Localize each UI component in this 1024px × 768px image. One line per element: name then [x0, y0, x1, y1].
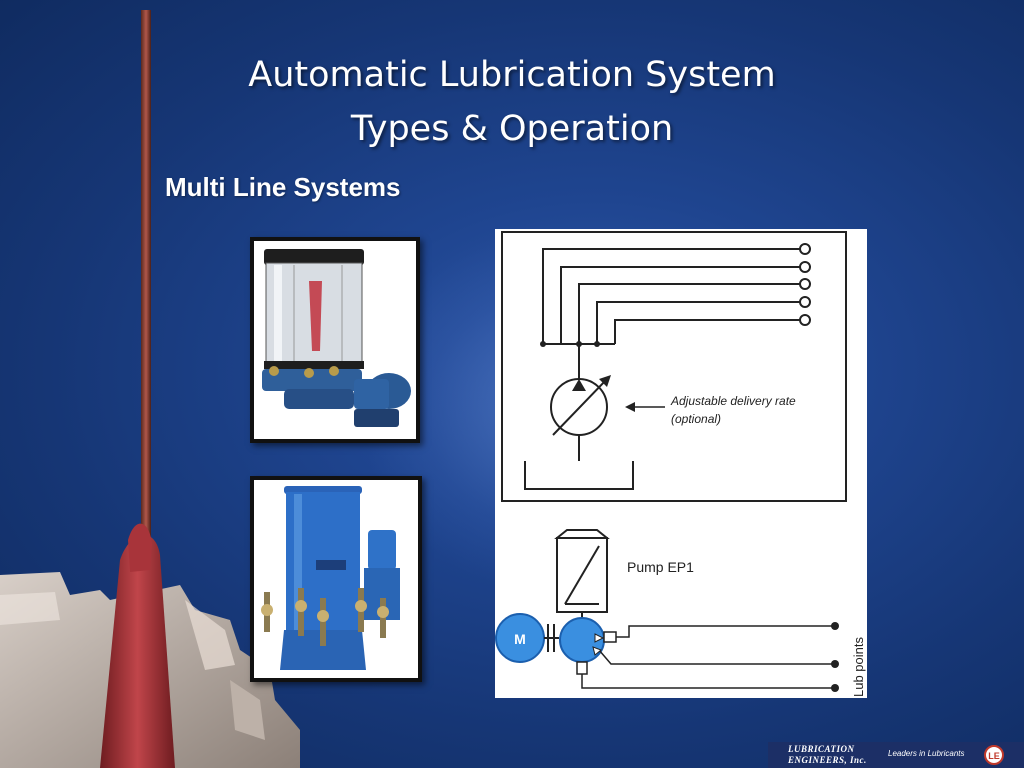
pump-ep1-drawing: Pump EP1 M Lub points [495, 529, 866, 697]
pump-illustration-2 [261, 486, 400, 670]
logo-text: LE [988, 751, 1000, 761]
brand-line-2: ENGINEERS, Inc. [788, 755, 867, 765]
brand-line-1: LUBRICATION [788, 744, 855, 754]
delivery-rate-optional-label: (optional) [671, 412, 721, 426]
footer-tagline: Leaders in Lubricants [888, 749, 965, 758]
gear-graphic [0, 523, 300, 768]
section-subtitle: Multi Line Systems [165, 172, 401, 202]
pump-label: Pump EP1 [627, 559, 694, 575]
company-logo-icon: LE [984, 745, 1004, 765]
multi-line-schematic: Adjustable delivery rate (optional) [495, 229, 867, 512]
lub-points-label: Lub points [851, 637, 866, 697]
title-line-1: Automatic Lubrication System [248, 55, 776, 95]
motor-label: M [514, 631, 526, 647]
title-line-2: Types & Operation [350, 109, 674, 149]
footer-banner: LUBRICATION ENGINEERS, Inc. Leaders in L… [768, 742, 1024, 768]
pump-photo-blue-reservoir [250, 476, 422, 682]
pump-ep1-diagram: Pump EP1 M Lub points [495, 512, 867, 698]
footer-brand: LUBRICATION ENGINEERS, Inc. [788, 744, 867, 766]
pump-photo-transparent-reservoir [250, 237, 420, 443]
schematic-drawing: Adjustable delivery rate (optional) [501, 231, 847, 502]
pump-illustration-1 [262, 249, 411, 427]
slide-title: Automatic Lubrication System Types & Ope… [0, 48, 1024, 156]
delivery-rate-label: Adjustable delivery rate [670, 394, 796, 408]
grease-rod-graphic [141, 10, 151, 555]
